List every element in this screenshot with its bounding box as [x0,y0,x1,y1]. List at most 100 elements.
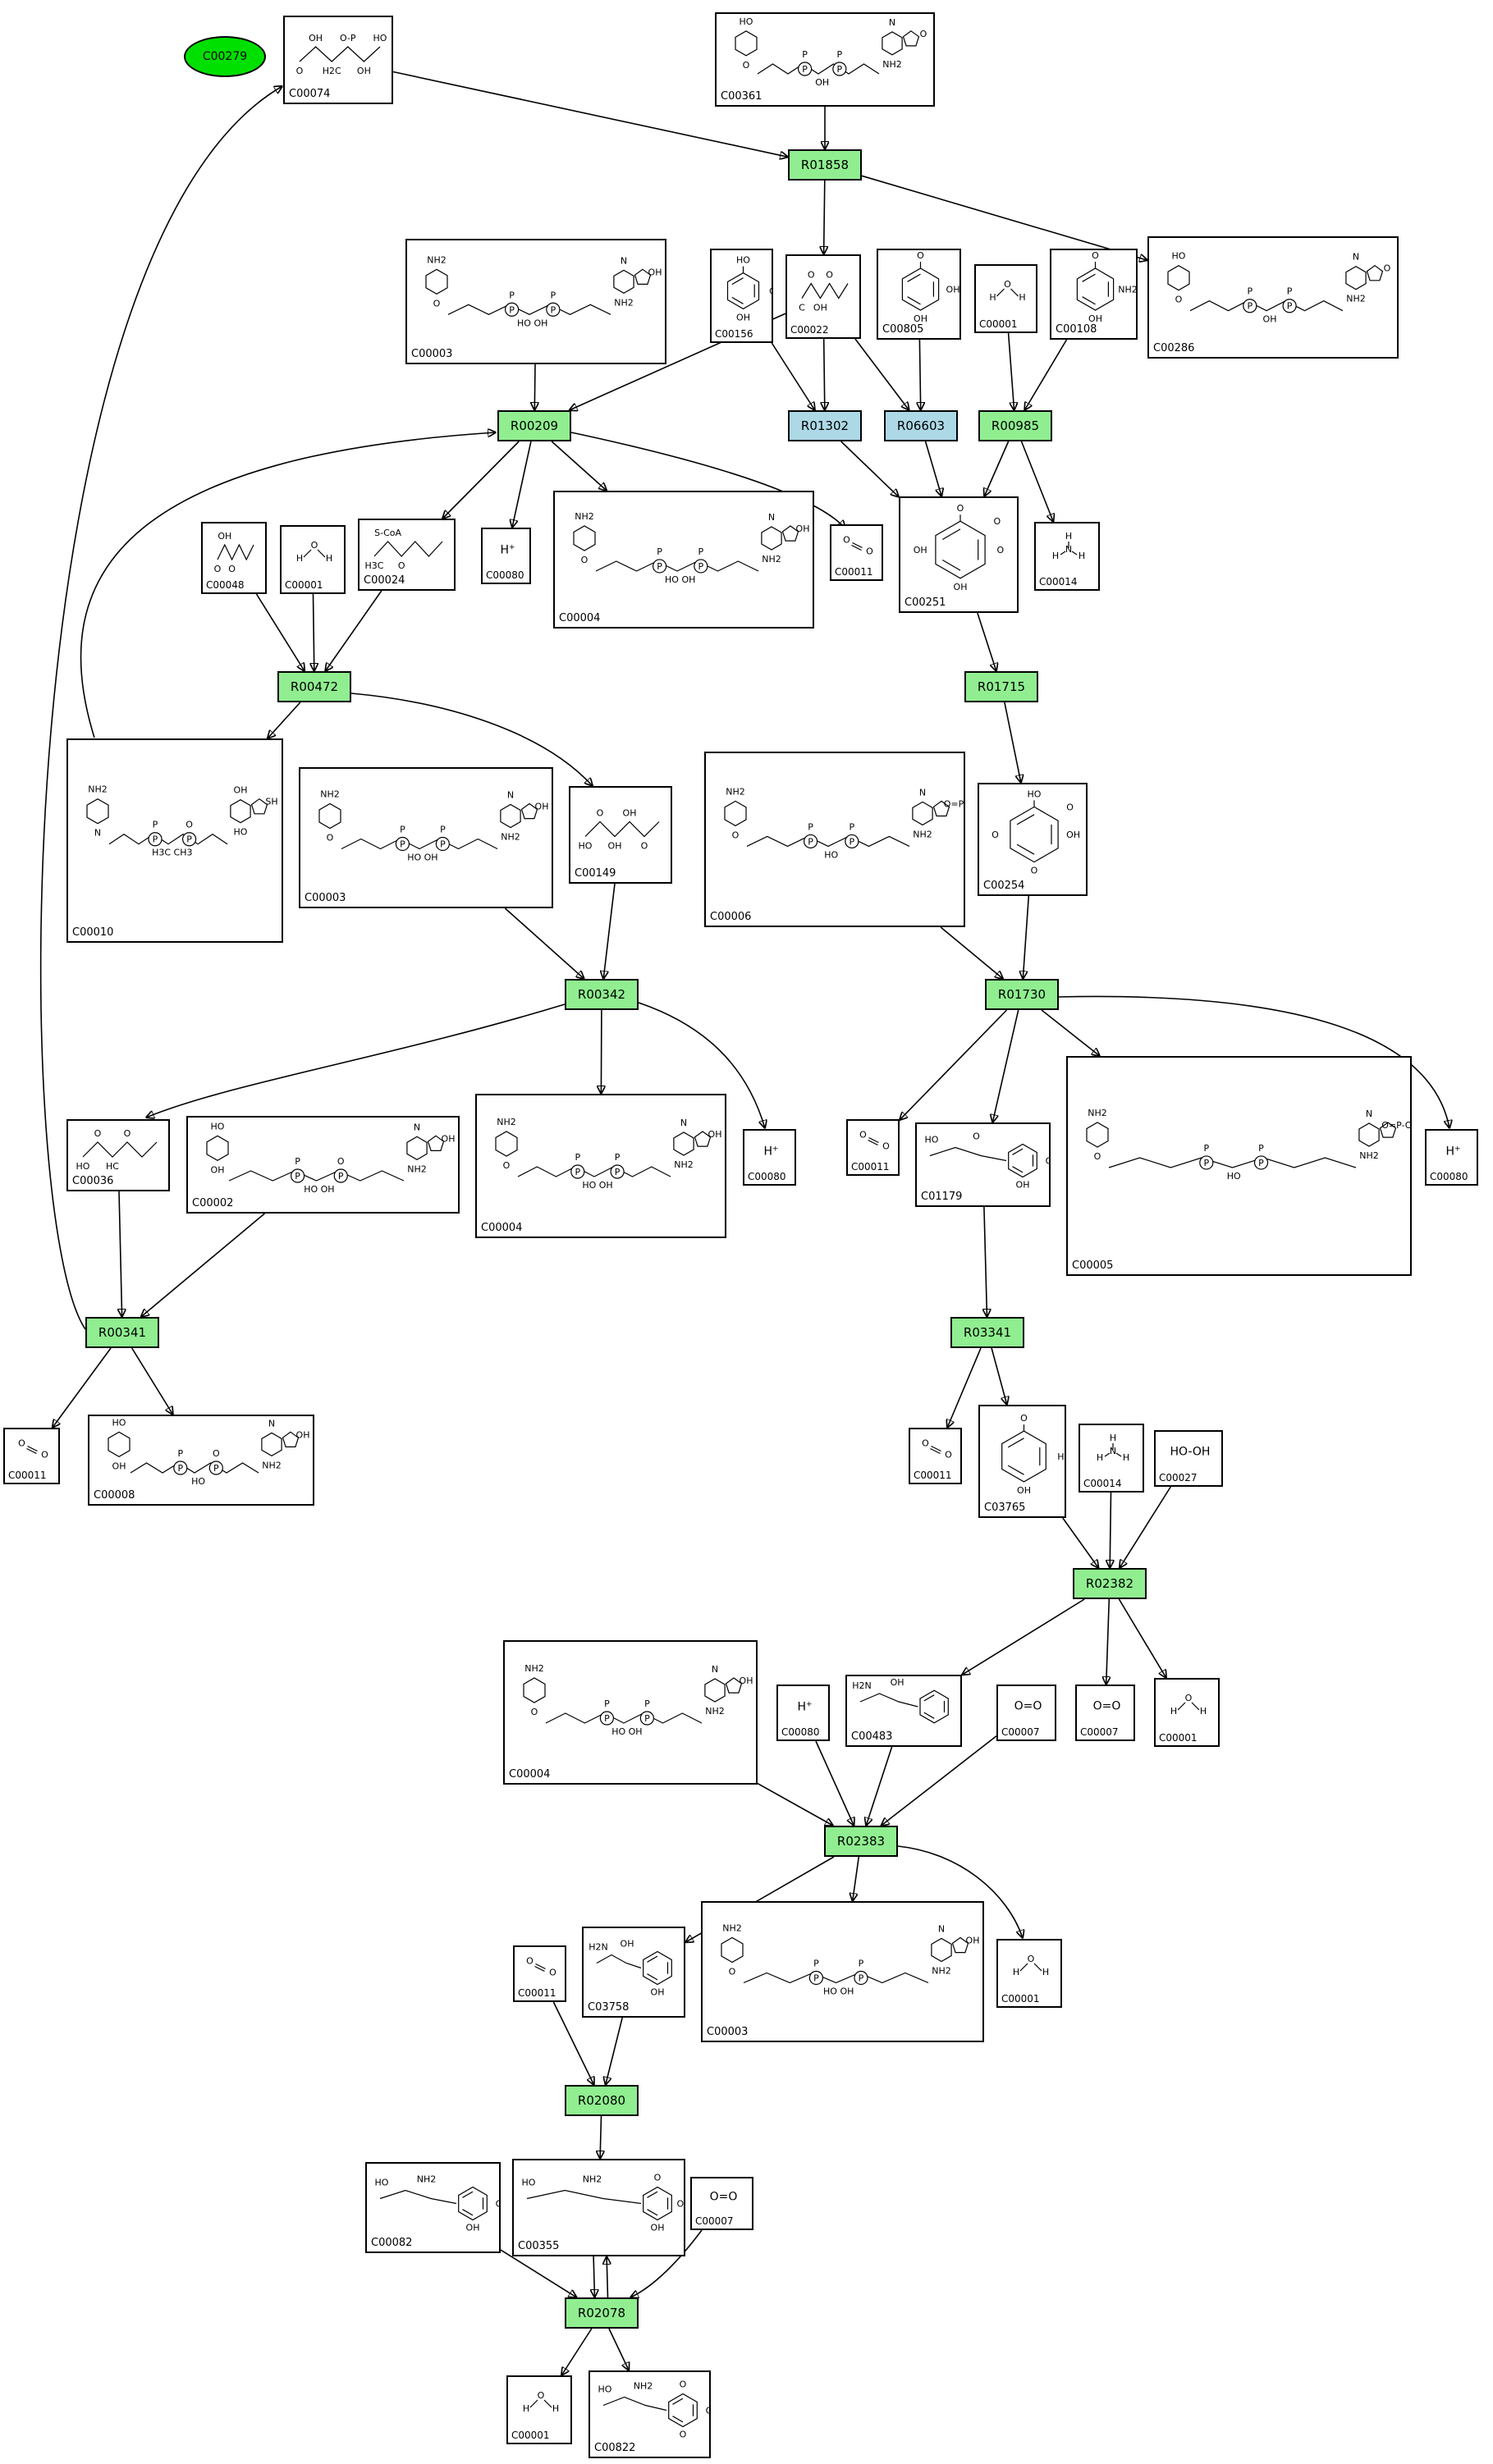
molecule-structure: HONH2OHOHO [522,2173,685,2233]
svg-text:NH2: NH2 [634,2381,653,2392]
reaction-node-R03341[interactable]: R03341 [950,1317,1024,1348]
svg-text:O: O [213,1448,220,1459]
reaction-node-R01858[interactable]: R01858 [788,149,862,181]
compound-id-label: C00048 [206,579,245,591]
reaction-node-R02382[interactable]: R02382 [1073,1568,1147,1599]
molecule-structure: HOH [296,540,332,564]
reaction-node-R01715[interactable]: R01715 [964,671,1038,702]
compound-id-label: C00003 [707,2026,749,2038]
reaction-node-R00472[interactable]: R00472 [277,671,351,702]
compound-node-C00080[interactable]: H+C00080 [481,528,531,584]
seed-compound-node-C00279[interactable]: C00279 [184,36,266,77]
svg-text:NH2: NH2 [705,1706,725,1717]
reaction-node-R06603[interactable]: R06603 [884,410,958,441]
svg-text:N: N [1110,1446,1116,1456]
svg-text:HO OH: HO OH [582,1180,612,1191]
svg-text:H: H [1110,1433,1116,1443]
svg-text:P: P [509,304,515,315]
reaction-node-R02078[interactable]: R02078 [565,2297,639,2329]
edge-c00251-r01715 [977,612,996,671]
svg-text:HO: HO [112,1418,126,1428]
compound-node-C00080[interactable]: H+C00080 [743,1129,796,1186]
svg-text:H3C: H3C [365,560,384,571]
reaction-node-R00209[interactable]: R00209 [497,410,571,441]
svg-text:NH2: NH2 [427,254,447,265]
compound-node-C00080[interactable]: H+C00080 [776,1685,830,1741]
edge-c00074-r01858 [392,71,788,158]
reaction-node-R00341[interactable]: R00341 [85,1317,159,1348]
reaction-node-R02080[interactable]: R02080 [565,2085,639,2116]
svg-text:N: N [507,790,514,801]
edge-r00341-c00074 [39,86,282,1330]
edge-c00027-r02382 [1120,1486,1171,1568]
reaction-node-R01730[interactable]: R01730 [985,979,1059,1010]
compound-node-C00355[interactable]: HONH2OHOHOC00355 [512,2159,685,2256]
reaction-node-R02383[interactable]: R02383 [824,1826,898,1857]
edge-c00036-r00341 [119,1191,122,1317]
reaction-node-R00342[interactable]: R00342 [565,979,639,1010]
svg-text:O: O [296,66,304,76]
svg-text:P: P [604,1698,610,1709]
svg-text:P: P [440,825,446,835]
svg-text:O: O [992,830,999,840]
svg-text:OH: OH [309,33,323,43]
svg-text:O: O [882,1141,890,1152]
reaction-node-R01302[interactable]: R01302 [788,410,862,441]
reaction-node-R00985[interactable]: R00985 [978,410,1052,441]
edge-r00472-c00010 [268,702,301,738]
svg-text:P: P [213,1463,219,1474]
svg-text:O: O [808,270,815,281]
compound-id-label: C00080 [781,1726,820,1738]
compound-node-C00080[interactable]: H+C00080 [1425,1129,1478,1186]
